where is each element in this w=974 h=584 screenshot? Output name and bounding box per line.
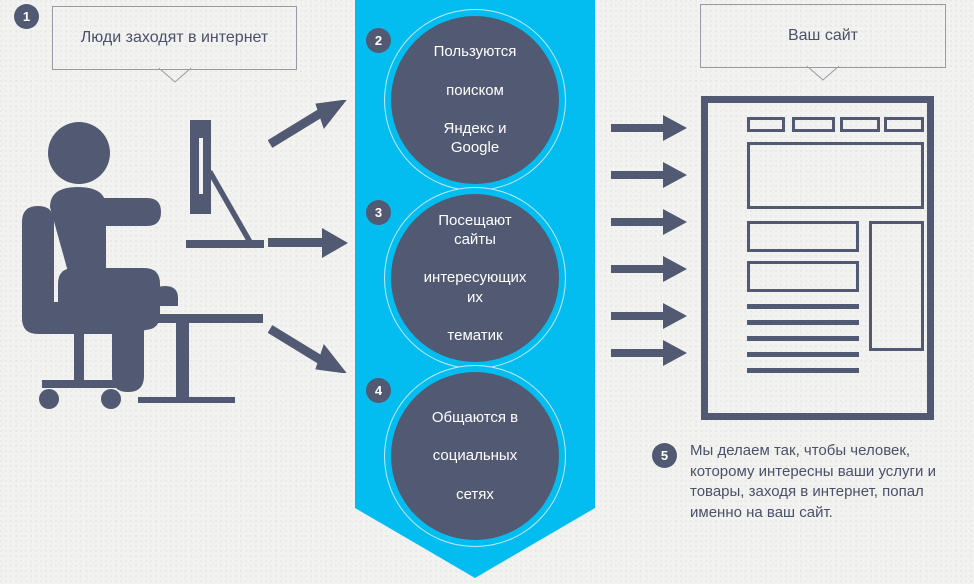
mock-nav-item <box>840 117 880 132</box>
mock-text-line <box>747 320 859 325</box>
arrow-right-icon <box>268 228 348 258</box>
mock-nav-item <box>747 117 785 132</box>
bubble-your-site: Ваш сайт <box>700 4 946 81</box>
step-badge-4: 4 <box>366 378 391 403</box>
arrow-up-right-icon <box>268 100 347 148</box>
person-at-desk-icon <box>22 120 264 409</box>
bubble-people-online-label: Люди заходят в интернет <box>80 29 269 46</box>
step-badge-3: 3 <box>366 200 391 225</box>
mock-banner <box>747 142 924 209</box>
arrow-right-icon <box>611 209 687 235</box>
arrow-right-icon <box>611 256 687 282</box>
mock-text-line <box>747 368 859 373</box>
arrow-right-icon <box>611 162 687 188</box>
circle-step-4: Общаются в социальных сетях <box>391 372 559 540</box>
website-mockup-icon <box>701 96 934 420</box>
mock-text-line <box>747 336 859 341</box>
bubble-tail-icon <box>806 65 840 81</box>
circle-step-2: Пользуются поиском Яндекс и Google <box>391 16 559 184</box>
closing-note-text: Мы делаем так, чтобы человек, которому и… <box>690 442 936 521</box>
step-badge-2: 2 <box>366 28 391 53</box>
circle-step-3: Посещают сайты интересующих их тематик <box>391 194 559 362</box>
step-badge-1: 1 <box>14 4 39 29</box>
arrow-right-icon <box>611 115 687 141</box>
bubble-tail-icon <box>158 67 191 83</box>
arrow-right-icon <box>611 340 687 366</box>
arrow-down-right-icon <box>268 325 347 373</box>
circle-step-4-label: Общаются в социальных сетях <box>431 409 519 503</box>
mock-text-line <box>747 304 859 309</box>
mock-nav-item <box>884 117 924 132</box>
step-badge-5: 5 <box>652 443 677 468</box>
mock-nav-item <box>792 117 835 132</box>
bubble-your-site-label: Ваш сайт <box>787 27 858 44</box>
circle-step-3-label: Посещают сайты интересующих их тематик <box>423 211 527 344</box>
mock-content-block <box>747 261 859 292</box>
bubble-people-online: Люди заходят в интернет <box>52 6 297 83</box>
circle-step-2-label: Пользуются поиском Яндекс и Google <box>433 43 517 157</box>
mock-sidebar-block <box>869 221 924 351</box>
website-mockup-inner <box>714 109 924 407</box>
arrow-right-icon <box>611 303 687 329</box>
mock-content-block <box>747 221 859 252</box>
mock-text-line <box>747 352 859 357</box>
